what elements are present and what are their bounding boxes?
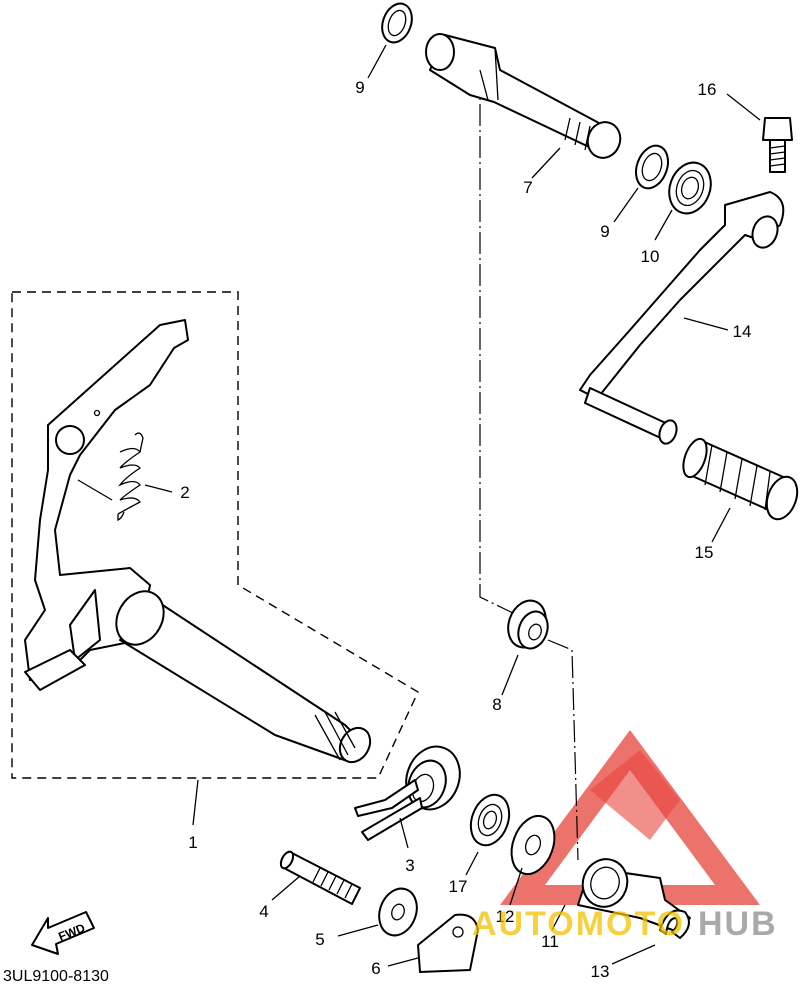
catalog-code: 3UL9100-8130 — [3, 968, 109, 985]
part-washer-9 — [381, 2, 413, 44]
watermark-word-left: AUTOMOTO — [472, 905, 685, 943]
callout-labels: 1 2 3 4 5 6 7 8 9 9 10 11 12 13 14 15 16… — [180, 78, 751, 981]
callout-2: 2 — [180, 483, 189, 502]
part-plate — [417, 913, 479, 973]
part-washer-9 — [635, 144, 669, 190]
part-bolt — [762, 117, 793, 173]
callout-11: 11 — [541, 932, 559, 951]
part-oil-seal — [668, 161, 712, 215]
alignment-line — [479, 72, 518, 616]
callout-4: 4 — [259, 902, 268, 921]
callout-7: 7 — [523, 178, 532, 197]
callout-12: 12 — [496, 907, 515, 926]
watermark-word-right: HUB — [698, 905, 778, 943]
part-washer-12 — [510, 814, 556, 876]
callout-15: 15 — [695, 543, 714, 562]
callout-5: 5 — [315, 930, 324, 949]
callout-9-right: 9 — [600, 222, 609, 241]
part-shaft — [425, 33, 622, 159]
part-bearing — [469, 793, 511, 847]
part-pedal-rubber — [682, 437, 799, 521]
part-shift-pedal — [579, 191, 785, 445]
callout-3: 3 — [405, 856, 414, 875]
callout-1: 1 — [188, 833, 197, 852]
callout-16: 16 — [698, 80, 717, 99]
callout-8: 8 — [492, 695, 501, 714]
callout-17: 17 — [449, 877, 468, 896]
callout-6: 6 — [371, 959, 380, 978]
callout-14: 14 — [733, 322, 752, 341]
fwd-arrow-icon: FWD — [31, 911, 95, 955]
part-stud-bolt — [279, 850, 361, 905]
part-washer — [378, 887, 418, 937]
part-circlip — [659, 909, 690, 939]
callout-9-top: 9 — [355, 78, 364, 97]
part-shift-shaft-assembly — [24, 319, 372, 764]
watermark-logo-icon — [500, 730, 760, 905]
assembly-outline — [11, 291, 419, 779]
part-grommet — [507, 599, 549, 650]
alignment-line — [547, 639, 579, 861]
callout-13: 13 — [591, 962, 610, 981]
part-spring — [77, 432, 144, 522]
leader-lines — [144, 44, 761, 967]
callout-10: 10 — [641, 247, 660, 266]
part-torsion-spring — [354, 745, 461, 841]
